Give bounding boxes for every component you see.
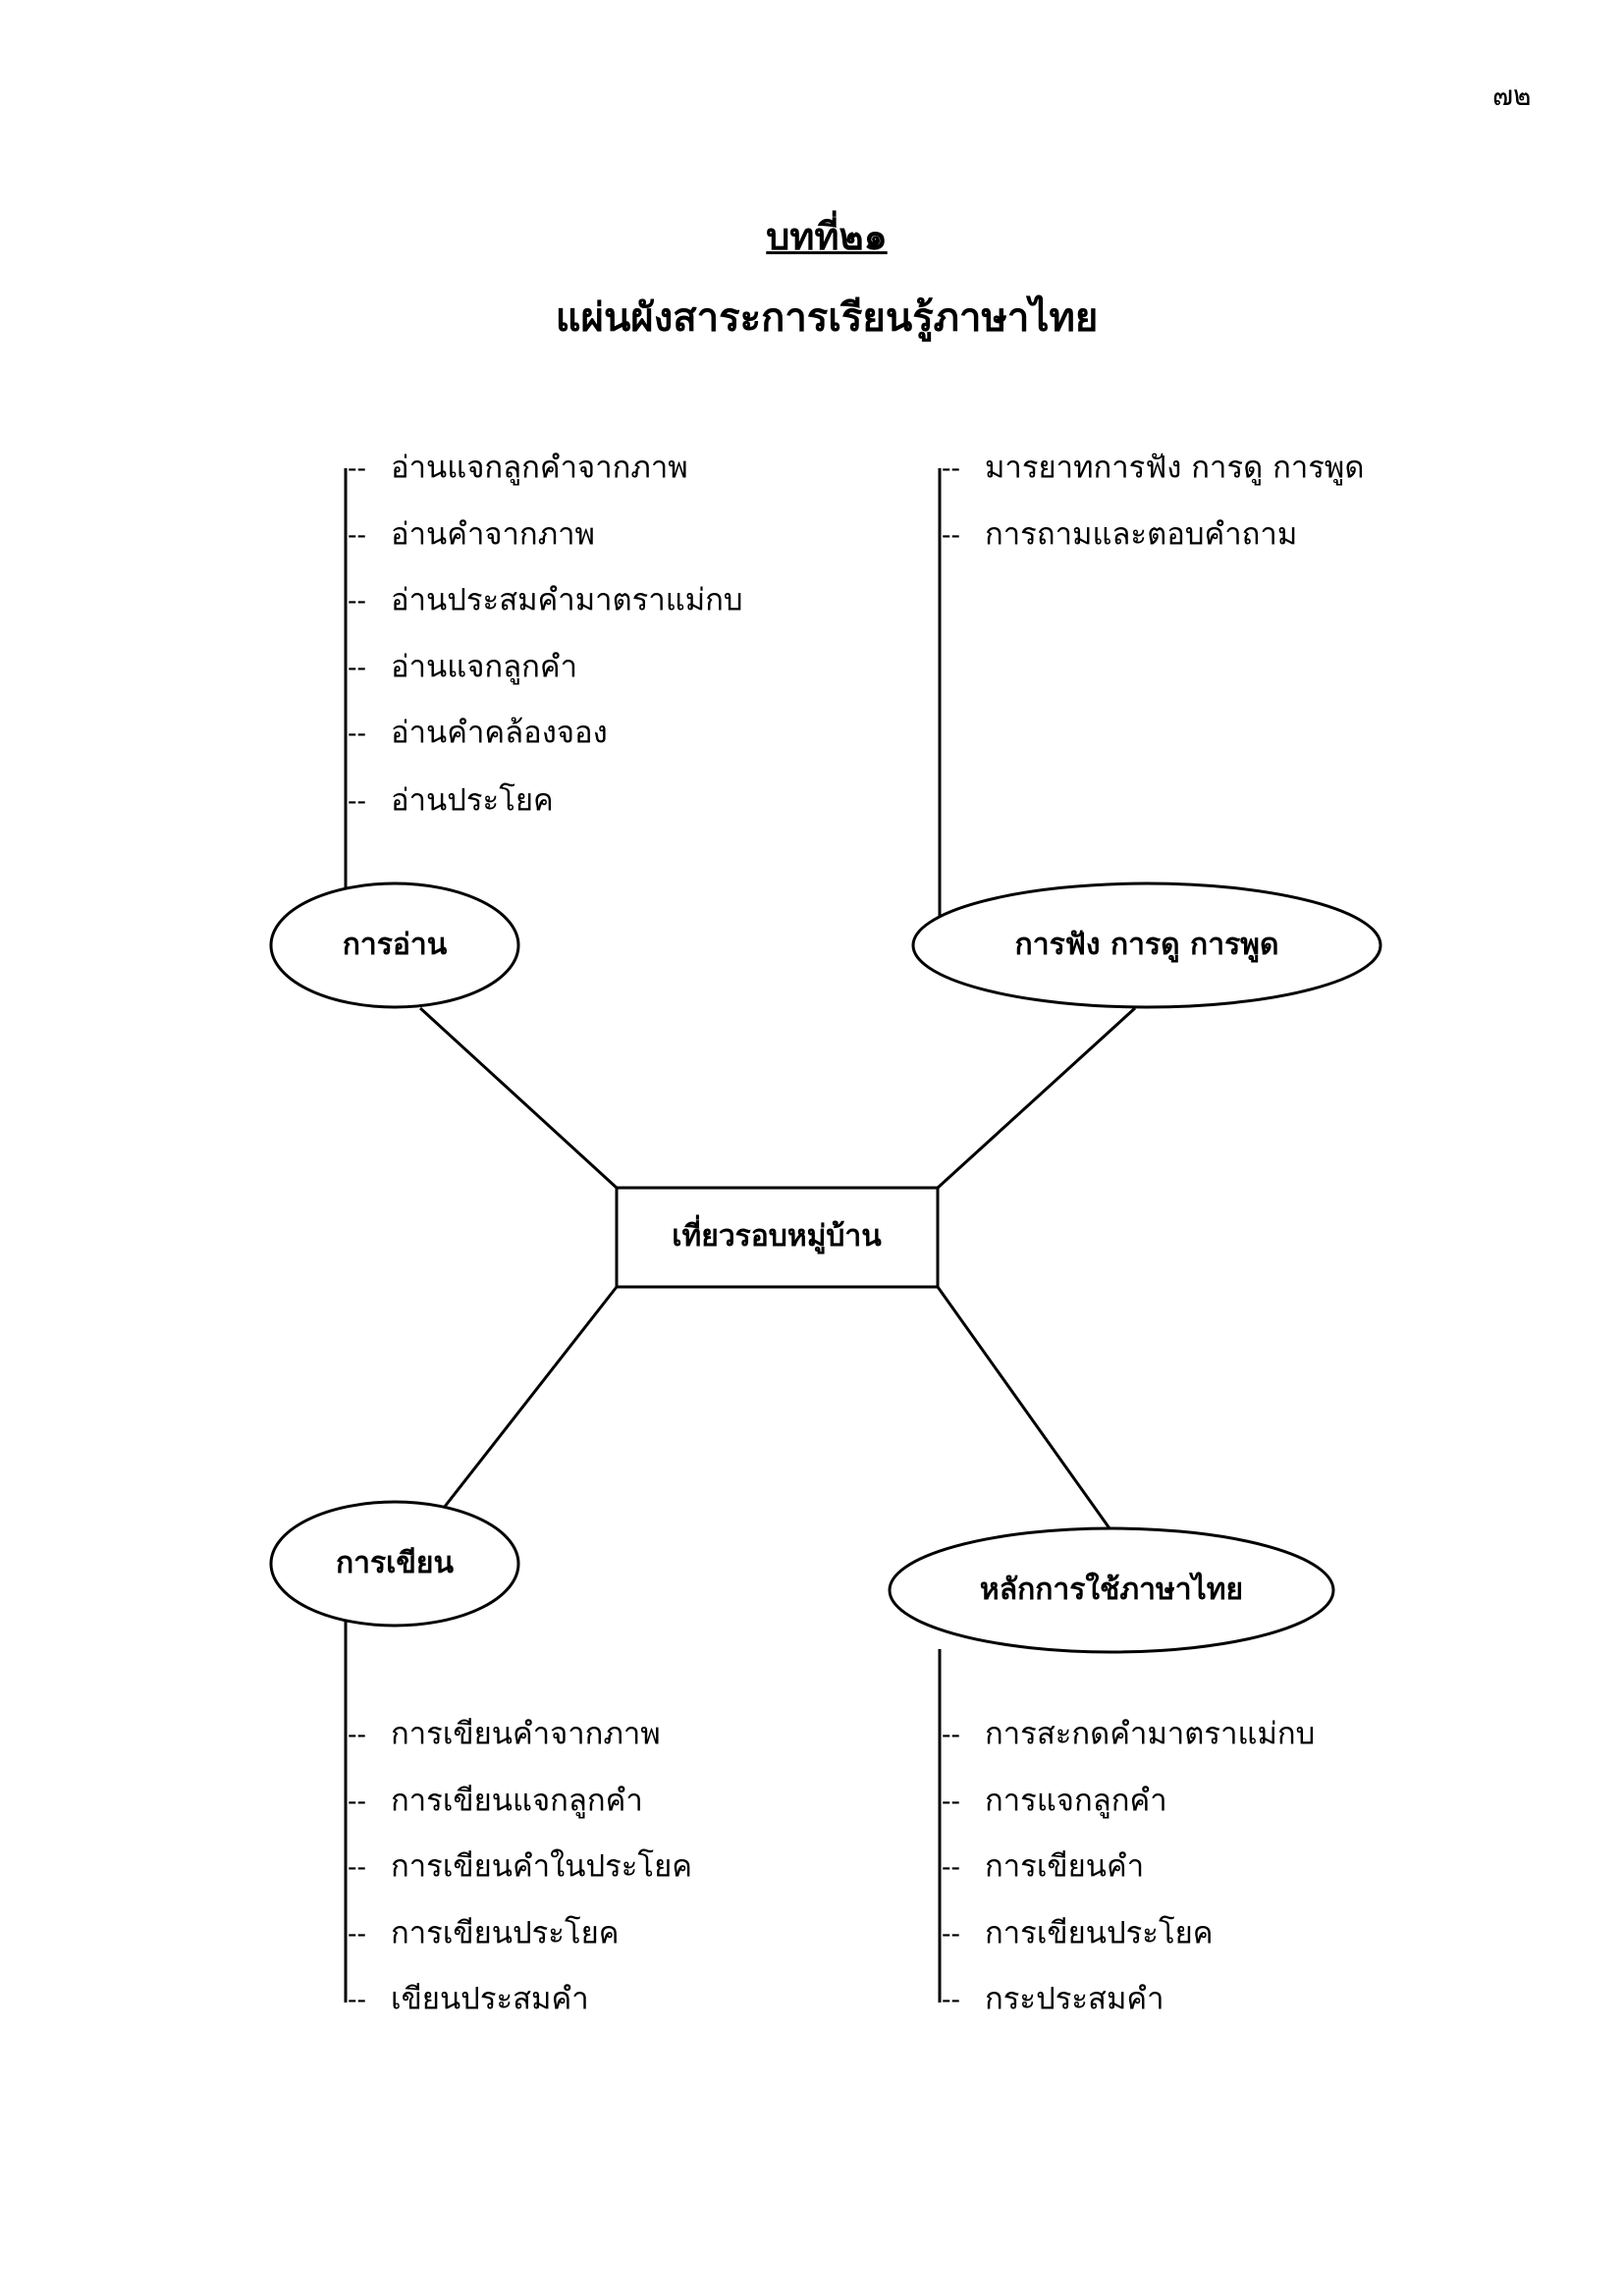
writing-list-item: การเขียนแจกลูกคำ	[391, 1783, 643, 1819]
center-box	[615, 1186, 940, 1289]
reading-list-item: อ่านแจกลูกคำ	[391, 649, 578, 685]
principles-list-item: การแจกลูกคำ	[985, 1783, 1167, 1819]
reading-list-item: อ่านแจกลูกคำจากภาพ	[391, 450, 688, 486]
list-dash: --	[942, 1785, 960, 1817]
listening-list-item: มารยาทการฟัง การดู การพูด	[985, 450, 1365, 486]
principles-ellipse	[888, 1526, 1335, 1654]
list-dash: --	[348, 717, 366, 749]
writing-list-item: การเขียนประโยค	[391, 1915, 620, 1951]
node-principles: หลักการใช้ภาษาไทย	[979, 1573, 1244, 1607]
writing-list-item: เขียนประสมคำ	[391, 1981, 589, 2017]
center-topic: เที่ยวรอบหมู่บ้าน	[672, 1219, 882, 1254]
list-dash: --	[942, 1983, 960, 2015]
list-dash: --	[942, 1917, 960, 1949]
page-subtitle: แผ่นผังสาระการเรียนรู้ภาษาไทย	[555, 294, 1099, 341]
principles-list-item: การสะกดคำมาตราแม่กบ	[985, 1716, 1316, 1752]
list-dash: --	[348, 518, 366, 551]
node-writing: การเขียน	[336, 1546, 454, 1580]
reading-list-item: อ่านคำจากภาพ	[391, 516, 595, 553]
connector-reading	[418, 1006, 619, 1190]
writing-list-item: การเขียนคำจากภาพ	[391, 1716, 661, 1752]
reading-list-item: อ่านคำคล้องจอง	[391, 715, 608, 751]
list-dash: --	[348, 784, 366, 817]
list-dash: --	[348, 584, 366, 616]
list-dash: --	[942, 452, 960, 484]
list-dash: --	[348, 1785, 366, 1817]
list-dash: --	[348, 1983, 366, 2015]
list-dash: --	[348, 651, 366, 683]
connector-principles	[936, 1286, 1111, 1529]
list-dash: --	[942, 1718, 960, 1750]
writing-ellipse	[269, 1500, 520, 1628]
reading-list-item: อ่านประโยค	[391, 782, 554, 819]
page-number: ๗๒	[1492, 80, 1532, 112]
reading-ellipse	[269, 881, 520, 1009]
writing-list-item: การเขียนคำในประโยค	[391, 1848, 692, 1885]
list-dash: --	[348, 1718, 366, 1750]
list-dash: --	[942, 1850, 960, 1883]
connector-listening	[936, 1006, 1137, 1190]
principles-list-item: กระประสมคำ	[985, 1981, 1164, 2017]
node-reading: การอ่าน	[342, 928, 448, 962]
list-dash: --	[348, 1850, 366, 1883]
list-dash: --	[942, 518, 960, 551]
chapter-title: บทที่๒๑	[766, 214, 888, 258]
listening-list-item: การถามและตอบคำถาม	[985, 516, 1298, 553]
listening-ellipse	[911, 881, 1382, 1009]
connector-writing	[442, 1286, 619, 1509]
principles-list-item: การเขียนประโยค	[985, 1915, 1214, 1951]
reading-list-item: อ่านประสมคำมาตราแม่กบ	[391, 582, 743, 618]
list-dash: --	[348, 452, 366, 484]
principles-list-item: การเขียนคำ	[985, 1848, 1145, 1885]
list-dash: --	[348, 1917, 366, 1949]
node-listening: การฟัง การดู การพูด	[1014, 928, 1279, 962]
